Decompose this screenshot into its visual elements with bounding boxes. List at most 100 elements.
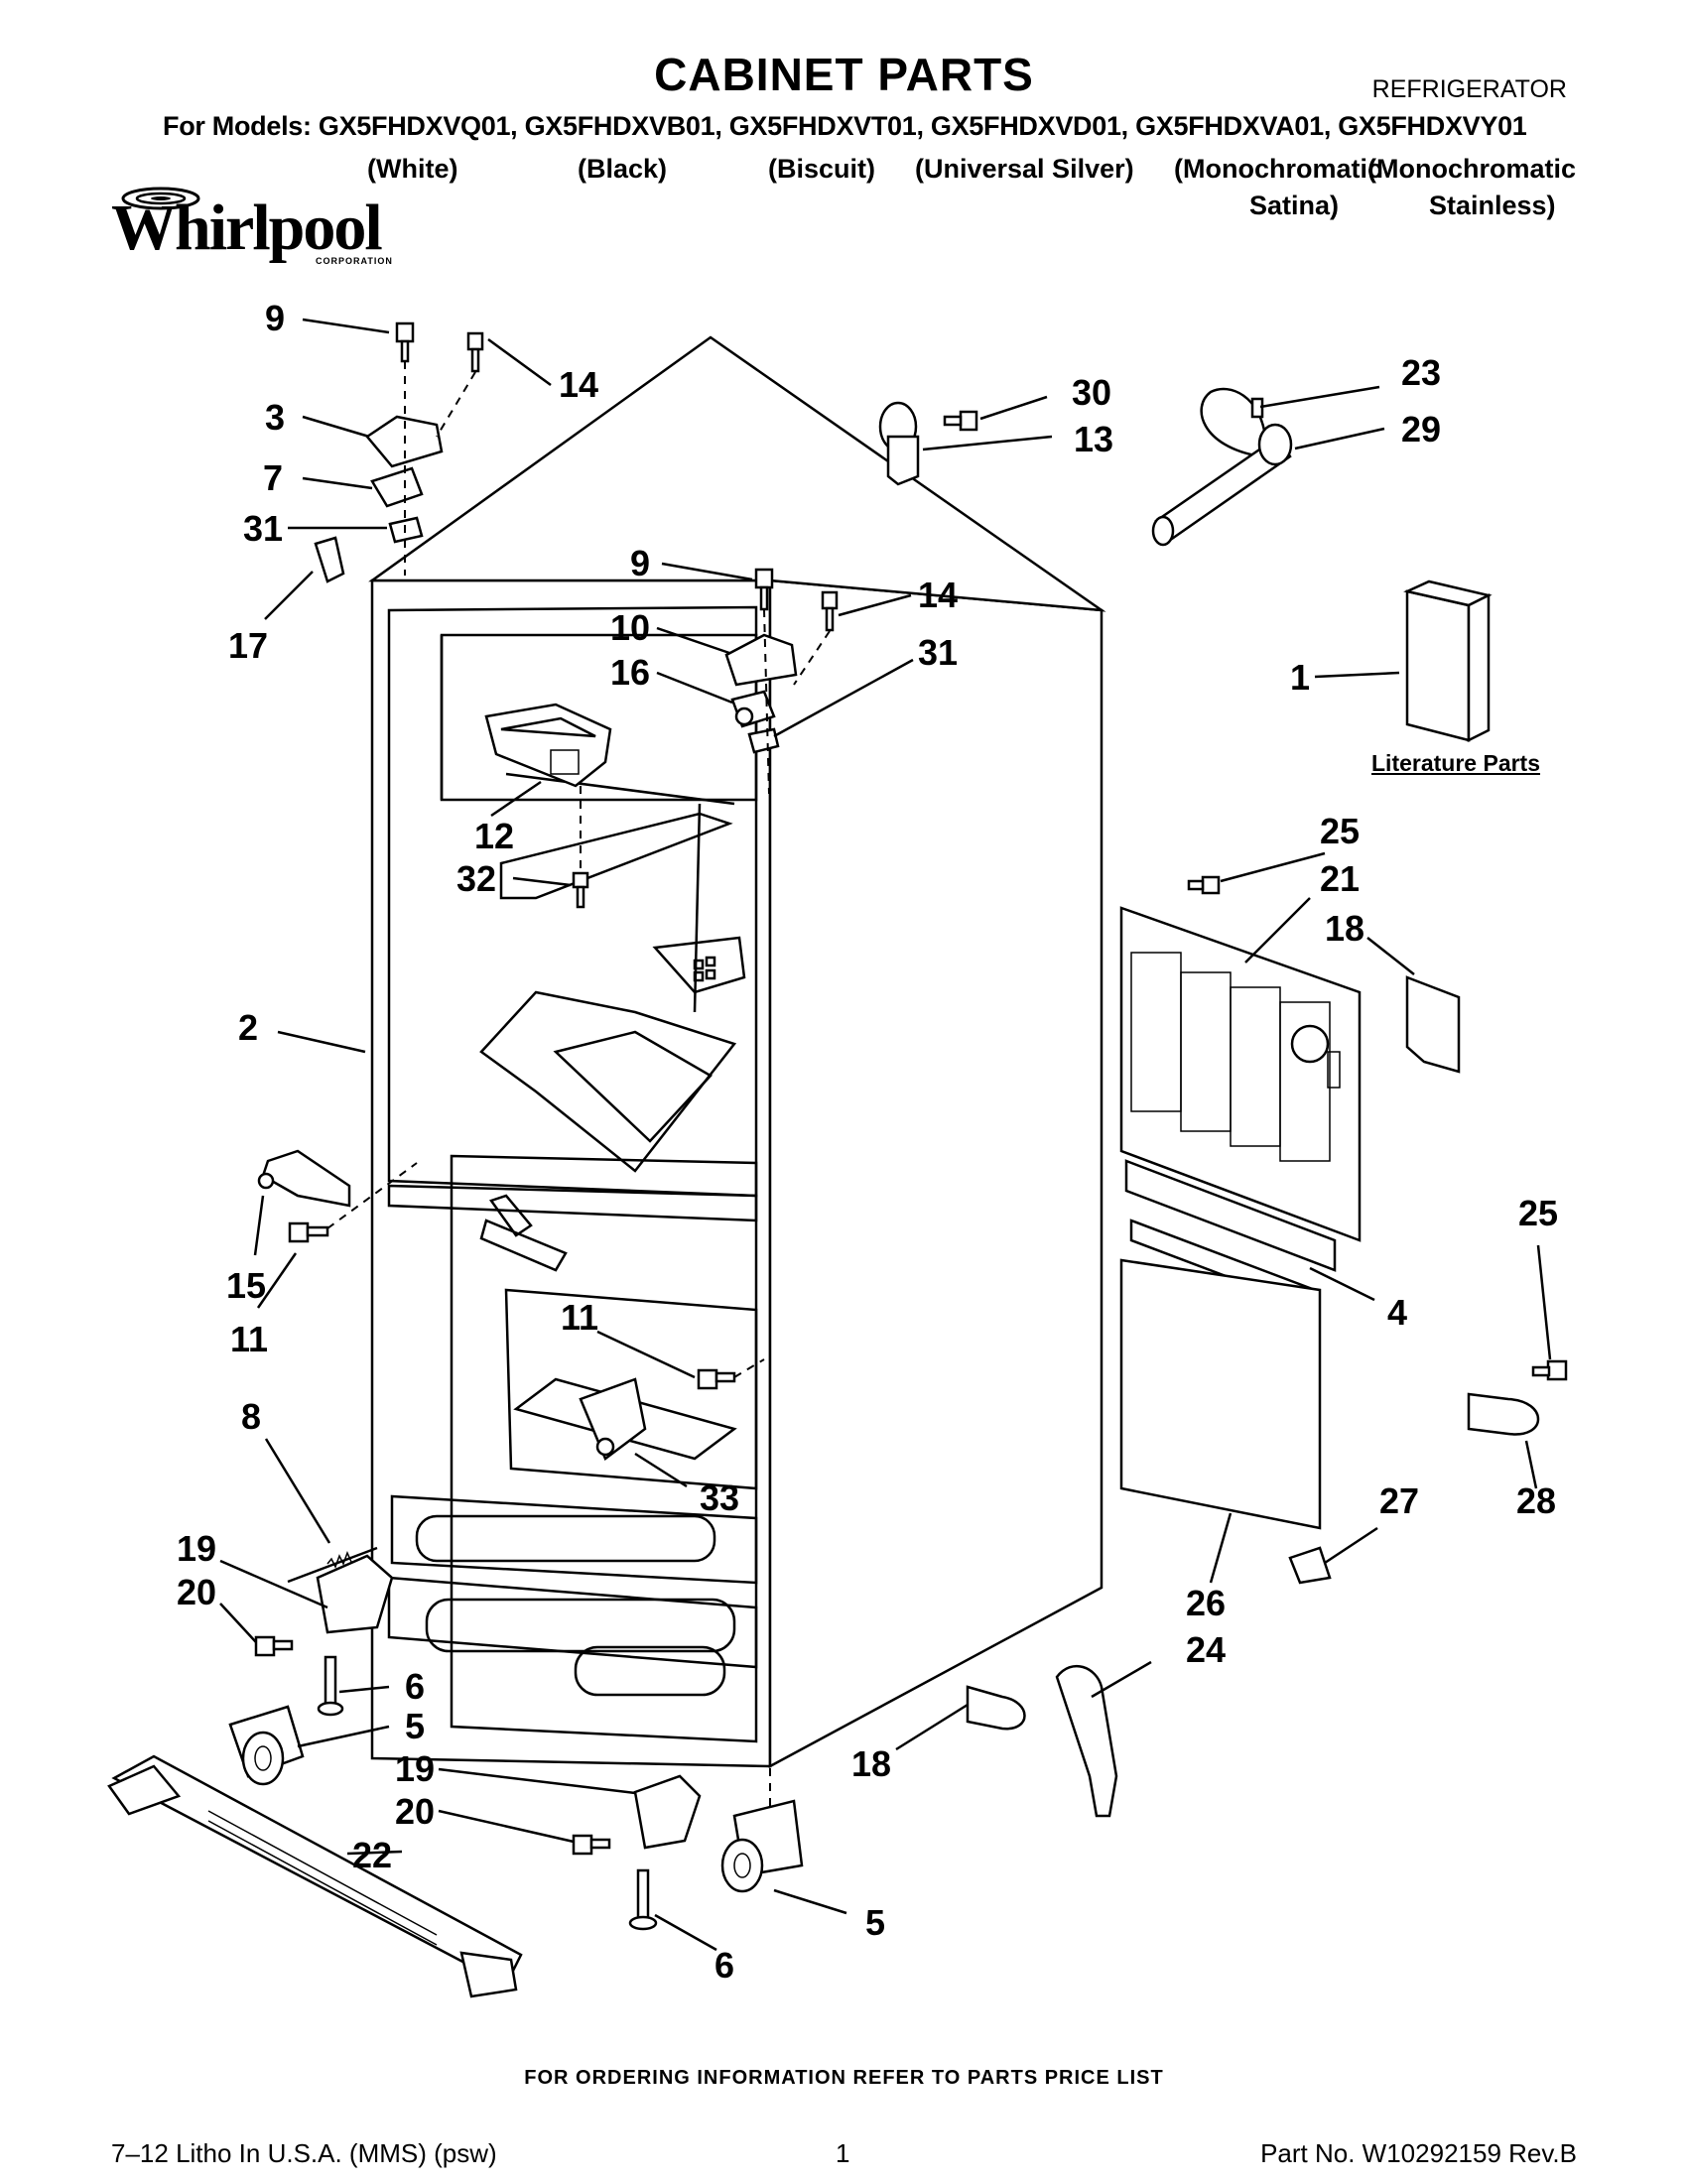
callout-28: 28 [1516, 1480, 1556, 1521]
callout-13: 13 [1074, 419, 1113, 459]
callout-26: 26 [1186, 1583, 1226, 1623]
callout-22: 22 [352, 1835, 392, 1875]
part-20-screw-center [572, 1834, 611, 1856]
callout-14: 14 [918, 575, 958, 615]
callout-19: 19 [177, 1528, 216, 1569]
part-5-roller-left [228, 1705, 305, 1786]
whirlpool-swirl-icon [121, 187, 200, 210]
callout-1: 1 [1290, 657, 1310, 698]
callout-labels: 9 14 3 7 31 17 30 13 23 29 9 10 16 14 31… [177, 298, 1558, 1986]
callout-25: 25 [1320, 811, 1360, 851]
callout-10: 10 [610, 607, 650, 648]
callout-3: 3 [265, 397, 285, 438]
variant-white: (White) [367, 154, 458, 184]
callout-20: 20 [395, 1791, 435, 1832]
brand-corporation: CORPORATION [316, 256, 393, 266]
variant-black: (Black) [578, 154, 668, 184]
part-32-screw [572, 871, 589, 909]
callout-5: 5 [865, 1902, 885, 1943]
part-28-clamp [1467, 1392, 1540, 1436]
part-33-bracket-center [579, 1377, 647, 1461]
callout-33: 33 [700, 1477, 739, 1518]
callout-14: 14 [559, 364, 598, 405]
callout-8: 8 [241, 1396, 261, 1437]
part-17-plug [314, 536, 345, 583]
variant-monochromatic-1: (Monochromatic [1174, 154, 1383, 184]
models-line: For Models: GX5FHDXVQ01, GX5FHDXVB01, GX… [163, 111, 1527, 141]
part-21-rear-grille [1119, 906, 1362, 1272]
callout-17: 17 [228, 625, 268, 666]
part-2-cabinet [368, 335, 1106, 1769]
variant-universal-silver: (Universal Silver) [915, 154, 1134, 184]
variant-satina: Satina) [1249, 191, 1340, 220]
part-25-screw-top [1187, 875, 1221, 895]
part-14-screw-right [821, 590, 839, 632]
part-26-toe-panel [1119, 1258, 1322, 1530]
literature-parts-label: Literature Parts [1371, 750, 1541, 776]
part-1-literature-book [1403, 579, 1493, 743]
callout-6: 6 [714, 1945, 734, 1986]
callout-16: 16 [610, 652, 650, 693]
part-9-screw-left [395, 321, 415, 363]
part-16-hinge-right [730, 690, 776, 728]
part-13-bracket [878, 401, 920, 486]
part-15-bracket-left [257, 1149, 351, 1208]
callout-23: 23 [1401, 352, 1441, 393]
part-22-toe-grille [107, 1754, 523, 1998]
brand-name: Whirlpool [111, 192, 383, 264]
part-7-hinge-left [370, 466, 424, 508]
page-subtitle: REFRIGERATOR [1371, 75, 1567, 103]
callout-9: 9 [630, 543, 650, 583]
callout-25: 25 [1518, 1193, 1558, 1233]
part-6-leveler-left [317, 1655, 344, 1717]
callout-19: 19 [395, 1748, 435, 1789]
callout-27: 27 [1379, 1480, 1419, 1521]
part-10-hinge-cover-right [724, 633, 798, 687]
callout-5: 5 [405, 1706, 425, 1746]
part-number: Part No. W10292159 Rev.B [1260, 2138, 1577, 2168]
part-6-leveler-center [628, 1868, 658, 1931]
callout-7: 7 [263, 457, 283, 498]
callout-32: 32 [456, 858, 496, 899]
page-number: 1 [836, 2138, 850, 2168]
part-23-wire-harness [1200, 387, 1267, 458]
callout-12: 12 [474, 816, 514, 856]
litho-info: 7–12 Litho In U.S.A. (MMS) (psw) [111, 2138, 497, 2168]
part-8-rod [287, 1546, 378, 1584]
part-27-clip [1288, 1546, 1332, 1585]
callout-15: 15 [226, 1265, 266, 1306]
part-19-bracket-center [633, 1774, 702, 1850]
callout-24: 24 [1186, 1629, 1226, 1670]
callout-18: 18 [1325, 908, 1364, 949]
callout-18: 18 [851, 1743, 891, 1784]
page-title: CABINET PARTS [654, 49, 1034, 100]
part-24-harness [1055, 1665, 1118, 1818]
variant-monochromatic-2: (Monochromatic [1367, 154, 1577, 184]
part-30-screw [943, 410, 978, 432]
callout-9: 9 [265, 298, 285, 338]
variant-stainless: Stainless) [1429, 191, 1556, 220]
callout-20: 20 [177, 1572, 216, 1612]
part-11-screw-left [288, 1221, 329, 1243]
part-18-clip-bottom [966, 1685, 1026, 1731]
part-29-tube [1151, 423, 1293, 547]
part-14-screw-left [466, 331, 484, 373]
part-19-bracket-left [316, 1554, 394, 1634]
variant-biscuit: (Biscuit) [768, 154, 875, 184]
part-12-light-housing [484, 703, 612, 788]
part-25-screw-right [1531, 1359, 1568, 1381]
part-31-shim-right [747, 727, 780, 754]
callout-6: 6 [405, 1666, 425, 1707]
part-20-screw-left [254, 1635, 294, 1657]
callout-31: 31 [243, 508, 283, 549]
callout-2: 2 [238, 1007, 258, 1048]
callout-4: 4 [1387, 1292, 1407, 1333]
callout-29: 29 [1401, 409, 1441, 450]
ordering-note: FOR ORDERING INFORMATION REFER TO PARTS … [524, 2067, 1164, 2089]
callout-30: 30 [1072, 372, 1111, 413]
callout-11: 11 [230, 1319, 268, 1359]
part-18-clip-top [1405, 975, 1461, 1074]
part-5-roller-center [720, 1799, 804, 1893]
callout-11: 11 [561, 1297, 598, 1338]
